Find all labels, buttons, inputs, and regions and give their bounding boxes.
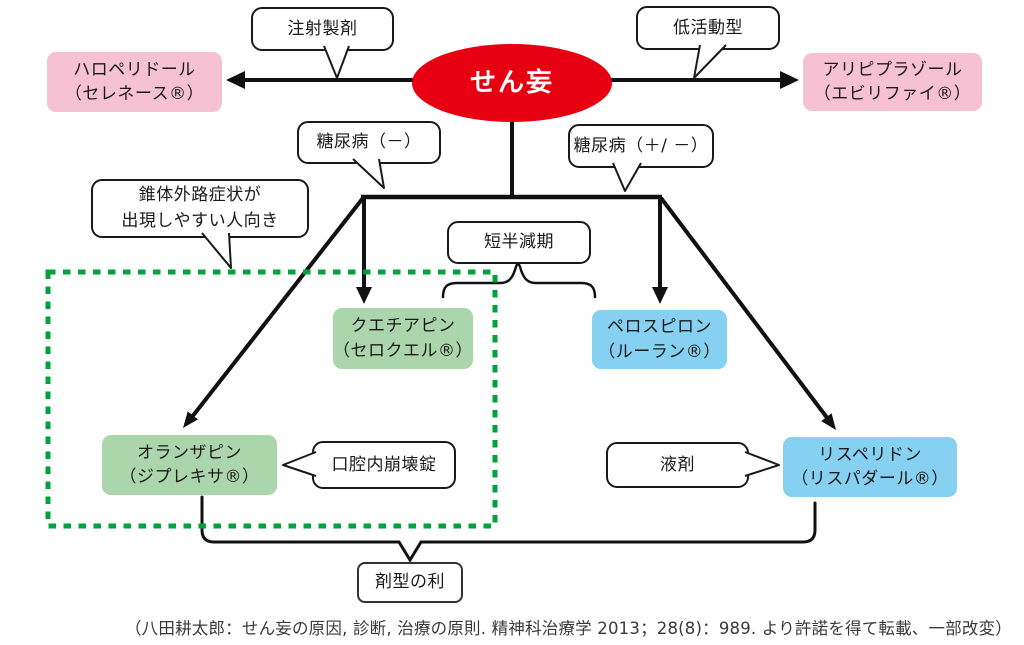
olanzapine-label: オランザピン （ジプレキサ®） — [119, 442, 260, 487]
perospirone-label: ペロスピロン （ルーラン®） — [598, 317, 721, 362]
diabetes-plus-minus-bubble-tail — [612, 162, 642, 192]
risperidone-label: リスペリドン （リスパダール®） — [791, 444, 949, 489]
injection-label: 注射製剤 — [287, 18, 358, 39]
haloperidol-label: ハロペリドール （セレネース®） — [64, 59, 205, 104]
hypoactive-label: 低活動型 — [673, 17, 743, 38]
injection-bubble-tail — [323, 45, 350, 79]
arrow-to-haloperidol — [226, 71, 418, 89]
eps-label: 錐体外路症状が 出現しやすい人向き — [121, 185, 279, 231]
liquid-label: 液剤 — [660, 454, 695, 475]
diabetes-plus-minus-label: 糖尿病（＋/ －） — [573, 135, 709, 156]
odt-label: 口腔内崩壊錠 — [331, 454, 437, 475]
quetiapine-label: クエチアピン （セロクエル®） — [333, 316, 473, 361]
citation-text: （八田耕太郎：せん妄の原因, 診断, 治療の原則. 精神科治療学 2013；28… — [124, 619, 1012, 638]
hypoactive-bubble-tail — [693, 44, 727, 79]
arrow-to-aripiprazole — [608, 71, 799, 89]
aripiprazole-label: アリピプラゾール （エビリファイ®） — [813, 59, 972, 104]
diabetes-negative-bubble-tail — [352, 158, 385, 189]
dosage-form-bracket — [200, 495, 817, 563]
delirium-label: せん妄 — [469, 67, 554, 98]
arrow-to-quetiapine — [356, 197, 372, 304]
eps-bubble-tail — [201, 232, 232, 269]
short-half-life-brace — [441, 262, 597, 299]
liquid-bubble-tail — [744, 451, 780, 477]
diabetes-negative-label: 糖尿病（－） — [316, 132, 422, 153]
short-half-life-label: 短半減期 — [484, 232, 554, 253]
dosage-form-label: 剤型の利 — [375, 572, 445, 593]
odt-bubble-tail — [282, 451, 317, 477]
arrow-to-perospirone — [652, 197, 668, 304]
